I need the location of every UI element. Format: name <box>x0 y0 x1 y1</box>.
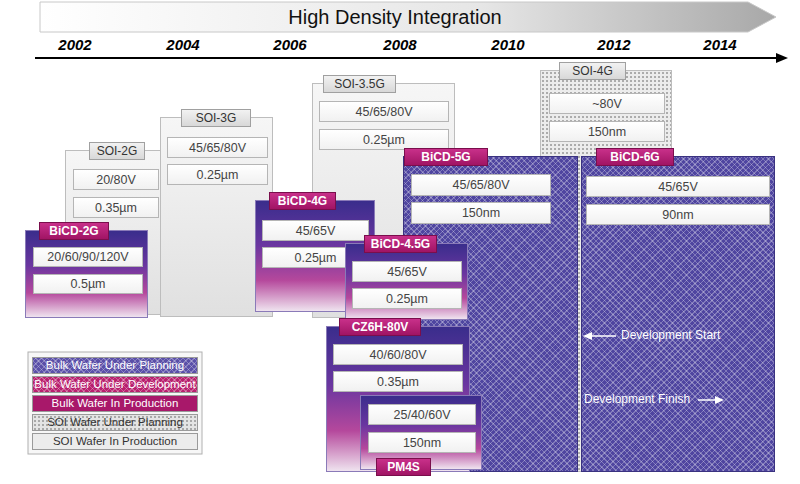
spec-box: 150nm <box>411 202 551 224</box>
spec-box: 0.5µm <box>33 274 143 294</box>
axis-arrowhead <box>776 53 788 63</box>
technology-panel: BiCD-6G45/65V90nm <box>581 156 775 472</box>
spec-box: 0.25µm <box>352 288 462 309</box>
callout-note: Development Finish <box>584 392 690 406</box>
technology-tab: PM4S <box>376 458 431 476</box>
spec-box: 150nm <box>549 121 665 142</box>
leader-line <box>698 399 716 401</box>
spec-box: 0.25µm <box>167 164 268 185</box>
year-label: 2004 <box>153 36 213 53</box>
spec-box: 0.35µm <box>333 371 463 392</box>
diagram-title: High Density Integration <box>45 3 745 31</box>
legend-swatch: Bulk Wafer In Production <box>32 395 198 412</box>
spec-value: 25/40/60V <box>394 408 451 422</box>
technology-tab: BiCD-2G <box>39 222 109 240</box>
spec-value: 150nm <box>462 206 500 220</box>
spec-box: 25/40/60V <box>368 404 476 425</box>
year-label: 2012 <box>584 36 644 53</box>
spec-value: 0.25µm <box>197 168 239 182</box>
spec-value: 0.35µm <box>95 201 137 215</box>
spec-value: 0.5µm <box>71 277 106 291</box>
year-label: 2002 <box>45 36 105 53</box>
technology-tab: BiCD-4G <box>269 192 336 210</box>
spec-value: 45/65/80V <box>356 105 413 119</box>
spec-value: 45/65V <box>387 265 427 279</box>
spec-value: ~80V <box>592 97 622 111</box>
spec-value: 20/60/90/120V <box>47 250 128 264</box>
legend-swatch: SOI Wafer Under Planning <box>32 414 198 431</box>
spec-value: 0.25µm <box>295 251 337 265</box>
callout-note: Development Start <box>621 328 720 342</box>
spec-value: 150nm <box>588 125 626 139</box>
spec-box: 45/65V <box>352 261 462 282</box>
legend-label: SOI Wafer Under Planning <box>33 415 197 430</box>
year-label: 2010 <box>478 36 538 53</box>
legend-swatch: SOI Wafer In Production <box>32 433 198 450</box>
title-band <box>40 2 776 32</box>
legend-swatch: Bulk Wafer Under Development <box>32 376 198 393</box>
legend-frame <box>28 352 202 454</box>
spec-value: 45/65/80V <box>189 141 246 155</box>
technology-tab: SOI-4G <box>559 62 626 80</box>
technology-tab: BiCD-6G <box>596 148 674 166</box>
legend-label: Bulk Wafer In Production <box>33 396 197 411</box>
spec-box: 40/60/80V <box>333 344 463 365</box>
technology-panel: BiCD-4.5G45/65V0.25µm <box>345 243 468 320</box>
legend-label: SOI Wafer In Production <box>33 434 197 449</box>
spec-value: 20/80V <box>96 173 136 187</box>
spec-value: 45/65V <box>296 224 336 238</box>
spec-value: 45/65/80V <box>453 178 510 192</box>
technology-panel: PM4S25/40/60V150nm <box>360 395 482 470</box>
spec-box: 45/65V <box>586 176 770 197</box>
year-label: 2014 <box>690 36 750 53</box>
technology-panel: BiCD-2G20/60/90/120V0.5µm <box>25 230 148 318</box>
year-label: 2008 <box>370 36 430 53</box>
spec-value: 45/65V <box>658 180 698 194</box>
legend-swatch: Bulk Wafer Under Planning <box>32 357 198 374</box>
technology-tab: SOI-3G <box>181 109 251 127</box>
spec-box: 20/60/90/120V <box>33 247 143 267</box>
spec-box: 45/65/80V <box>319 101 449 122</box>
time-axis <box>35 57 778 59</box>
technology-tab: BiCD-4.5G <box>364 235 437 253</box>
spec-box: 90nm <box>586 204 770 225</box>
technology-tab: SOI-2G <box>89 142 145 160</box>
year-label: 2006 <box>260 36 320 53</box>
spec-box: 45/65/80V <box>411 174 551 196</box>
spec-box: 0.35µm <box>73 197 159 218</box>
spec-value: 90nm <box>662 208 693 222</box>
technology-tab: BiCD-5G <box>404 148 488 166</box>
spec-box: 150nm <box>368 432 476 453</box>
spec-box: 20/80V <box>73 169 159 190</box>
legend-label: Bulk Wafer Under Planning <box>33 358 197 373</box>
technology-tab: SOI-3.5G <box>323 75 396 93</box>
spec-box: 45/65V <box>262 220 369 241</box>
spec-box: 0.25µm <box>319 129 449 150</box>
spec-value: 40/60/80V <box>370 348 427 362</box>
spec-box: 45/65/80V <box>167 137 268 158</box>
spec-value: 0.35µm <box>377 375 419 389</box>
spec-value: 0.25µm <box>386 292 428 306</box>
spec-box: ~80V <box>549 93 665 114</box>
technology-tab: CZ6H-80V <box>339 318 421 336</box>
spec-value: 150nm <box>403 436 441 450</box>
leader-line <box>590 335 616 337</box>
legend-label: Bulk Wafer Under Development <box>33 377 197 392</box>
spec-value: 0.25µm <box>363 133 405 147</box>
